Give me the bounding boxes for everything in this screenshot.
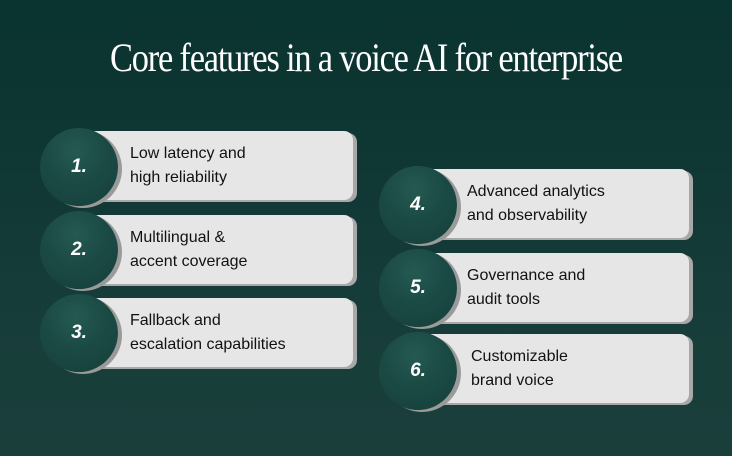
number-badge: 1.	[40, 128, 118, 206]
feature-number: 6.	[410, 360, 426, 381]
feature-number: 1.	[71, 156, 87, 177]
feature-card: Advanced analytics and observability	[419, 169, 689, 238]
number-badge: 4.	[379, 166, 457, 244]
feature-label: Multilingual & accent coverage	[130, 228, 248, 270]
feature-number: 2.	[71, 239, 87, 260]
feature-item-6: Customizable brand voice 6.	[379, 332, 689, 410]
feature-item-2: Multilingual & accent coverage 2.	[40, 211, 353, 289]
feature-number: 3.	[71, 322, 87, 343]
feature-item-1: Low latency and high reliability 1.	[40, 128, 353, 206]
page-title: Core features in a voice AI for enterpri…	[109, 35, 623, 80]
number-badge: 5.	[379, 249, 457, 327]
number-badge: 3.	[40, 294, 118, 372]
feature-item-4: Advanced analytics and observability 4.	[379, 166, 689, 244]
feature-label: Low latency and high reliability	[130, 144, 246, 186]
feature-card: Governance and audit tools	[419, 253, 689, 322]
feature-label: Governance and audit tools	[467, 266, 586, 308]
number-badge: 6.	[379, 332, 457, 410]
feature-item-3: Fallback and escalation capabilities 3.	[40, 294, 353, 372]
feature-card: Fallback and escalation capabilities	[80, 298, 353, 367]
feature-number: 5.	[410, 277, 426, 298]
feature-label: Fallback and escalation capabilities	[130, 311, 286, 353]
feature-number: 4.	[410, 194, 426, 215]
number-badge: 2.	[40, 211, 118, 289]
feature-label: Advanced analytics and observability	[467, 182, 605, 224]
feature-card: Low latency and high reliability	[80, 131, 353, 200]
feature-card: Customizable brand voice	[419, 334, 689, 403]
feature-card: Multilingual & accent coverage	[80, 215, 353, 284]
feature-item-5: Governance and audit tools 5.	[379, 249, 689, 327]
feature-label: Customizable brand voice	[471, 347, 568, 389]
